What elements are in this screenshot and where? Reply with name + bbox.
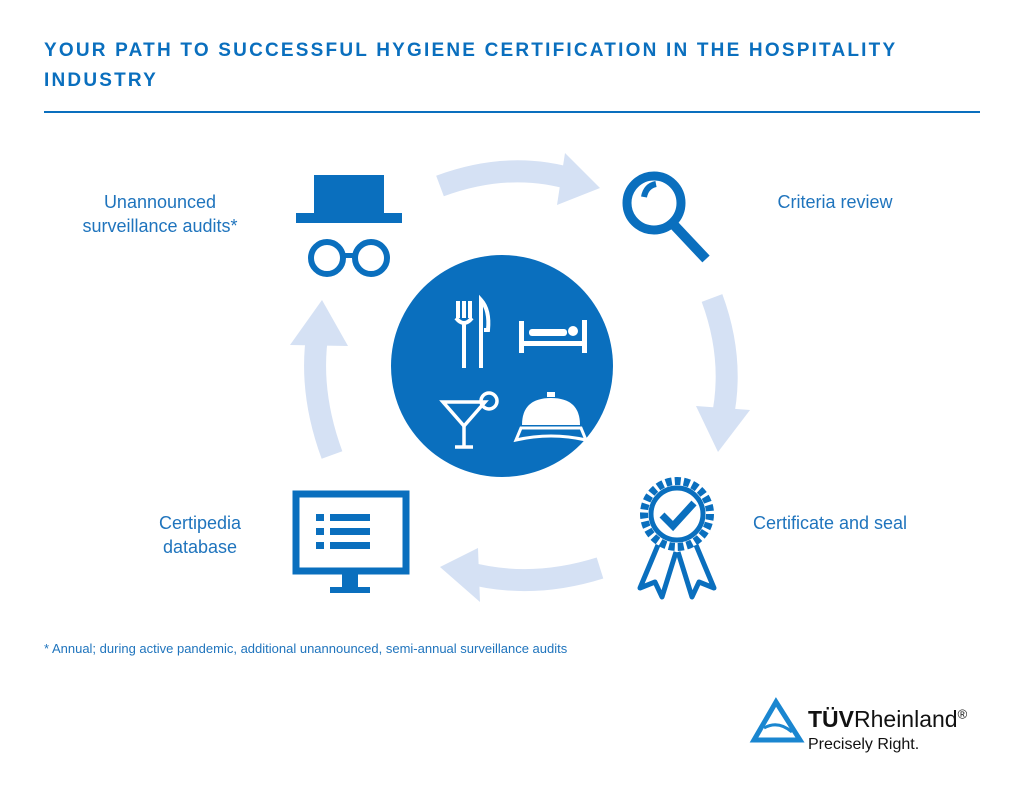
- title-divider: [44, 111, 980, 113]
- arrow-top-head: [557, 153, 600, 205]
- step-label-surveillance-audits: Unannounced surveillance audits*: [82, 192, 238, 236]
- arrow-left: [304, 328, 343, 459]
- step-label-certificate: Certificate and seal: [752, 513, 908, 533]
- arrow-left-head: [290, 300, 348, 346]
- arrow-right-head: [696, 406, 750, 452]
- brand-name: TÜVRheinland®: [808, 706, 967, 733]
- page-title: YOUR PATH TO SUCCESSFUL HYGIENE CERTIFIC…: [44, 40, 897, 91]
- arrow-bottom-head: [440, 548, 480, 602]
- cocktail-icon: [439, 391, 499, 449]
- arrow-top: [436, 160, 579, 197]
- bed-icon: [519, 320, 587, 353]
- cutlery-icon: [454, 294, 491, 368]
- footnote: * Annual; during active pandemic, additi…: [44, 641, 568, 656]
- tuv-logo-icon: [749, 697, 805, 743]
- center-circle: [391, 255, 613, 477]
- registered-mark: ®: [957, 706, 968, 722]
- brand-tagline: Precisely Right.: [808, 736, 920, 753]
- arrow-bottom: [462, 557, 604, 592]
- brand-regular: Rheinland: [854, 706, 958, 732]
- step-label-certipedia: Certipedia database: [158, 513, 242, 557]
- magnifier-icon: [622, 171, 710, 263]
- monitor-list-icon: [292, 490, 410, 593]
- brand-bold: TÜV: [808, 706, 854, 732]
- service-bell-icon: [513, 392, 589, 443]
- rosette-icon: [637, 477, 717, 600]
- arrow-right: [701, 294, 738, 423]
- step-label-criteria-review: Criteria review: [777, 192, 893, 212]
- incognito-icon: [296, 175, 402, 277]
